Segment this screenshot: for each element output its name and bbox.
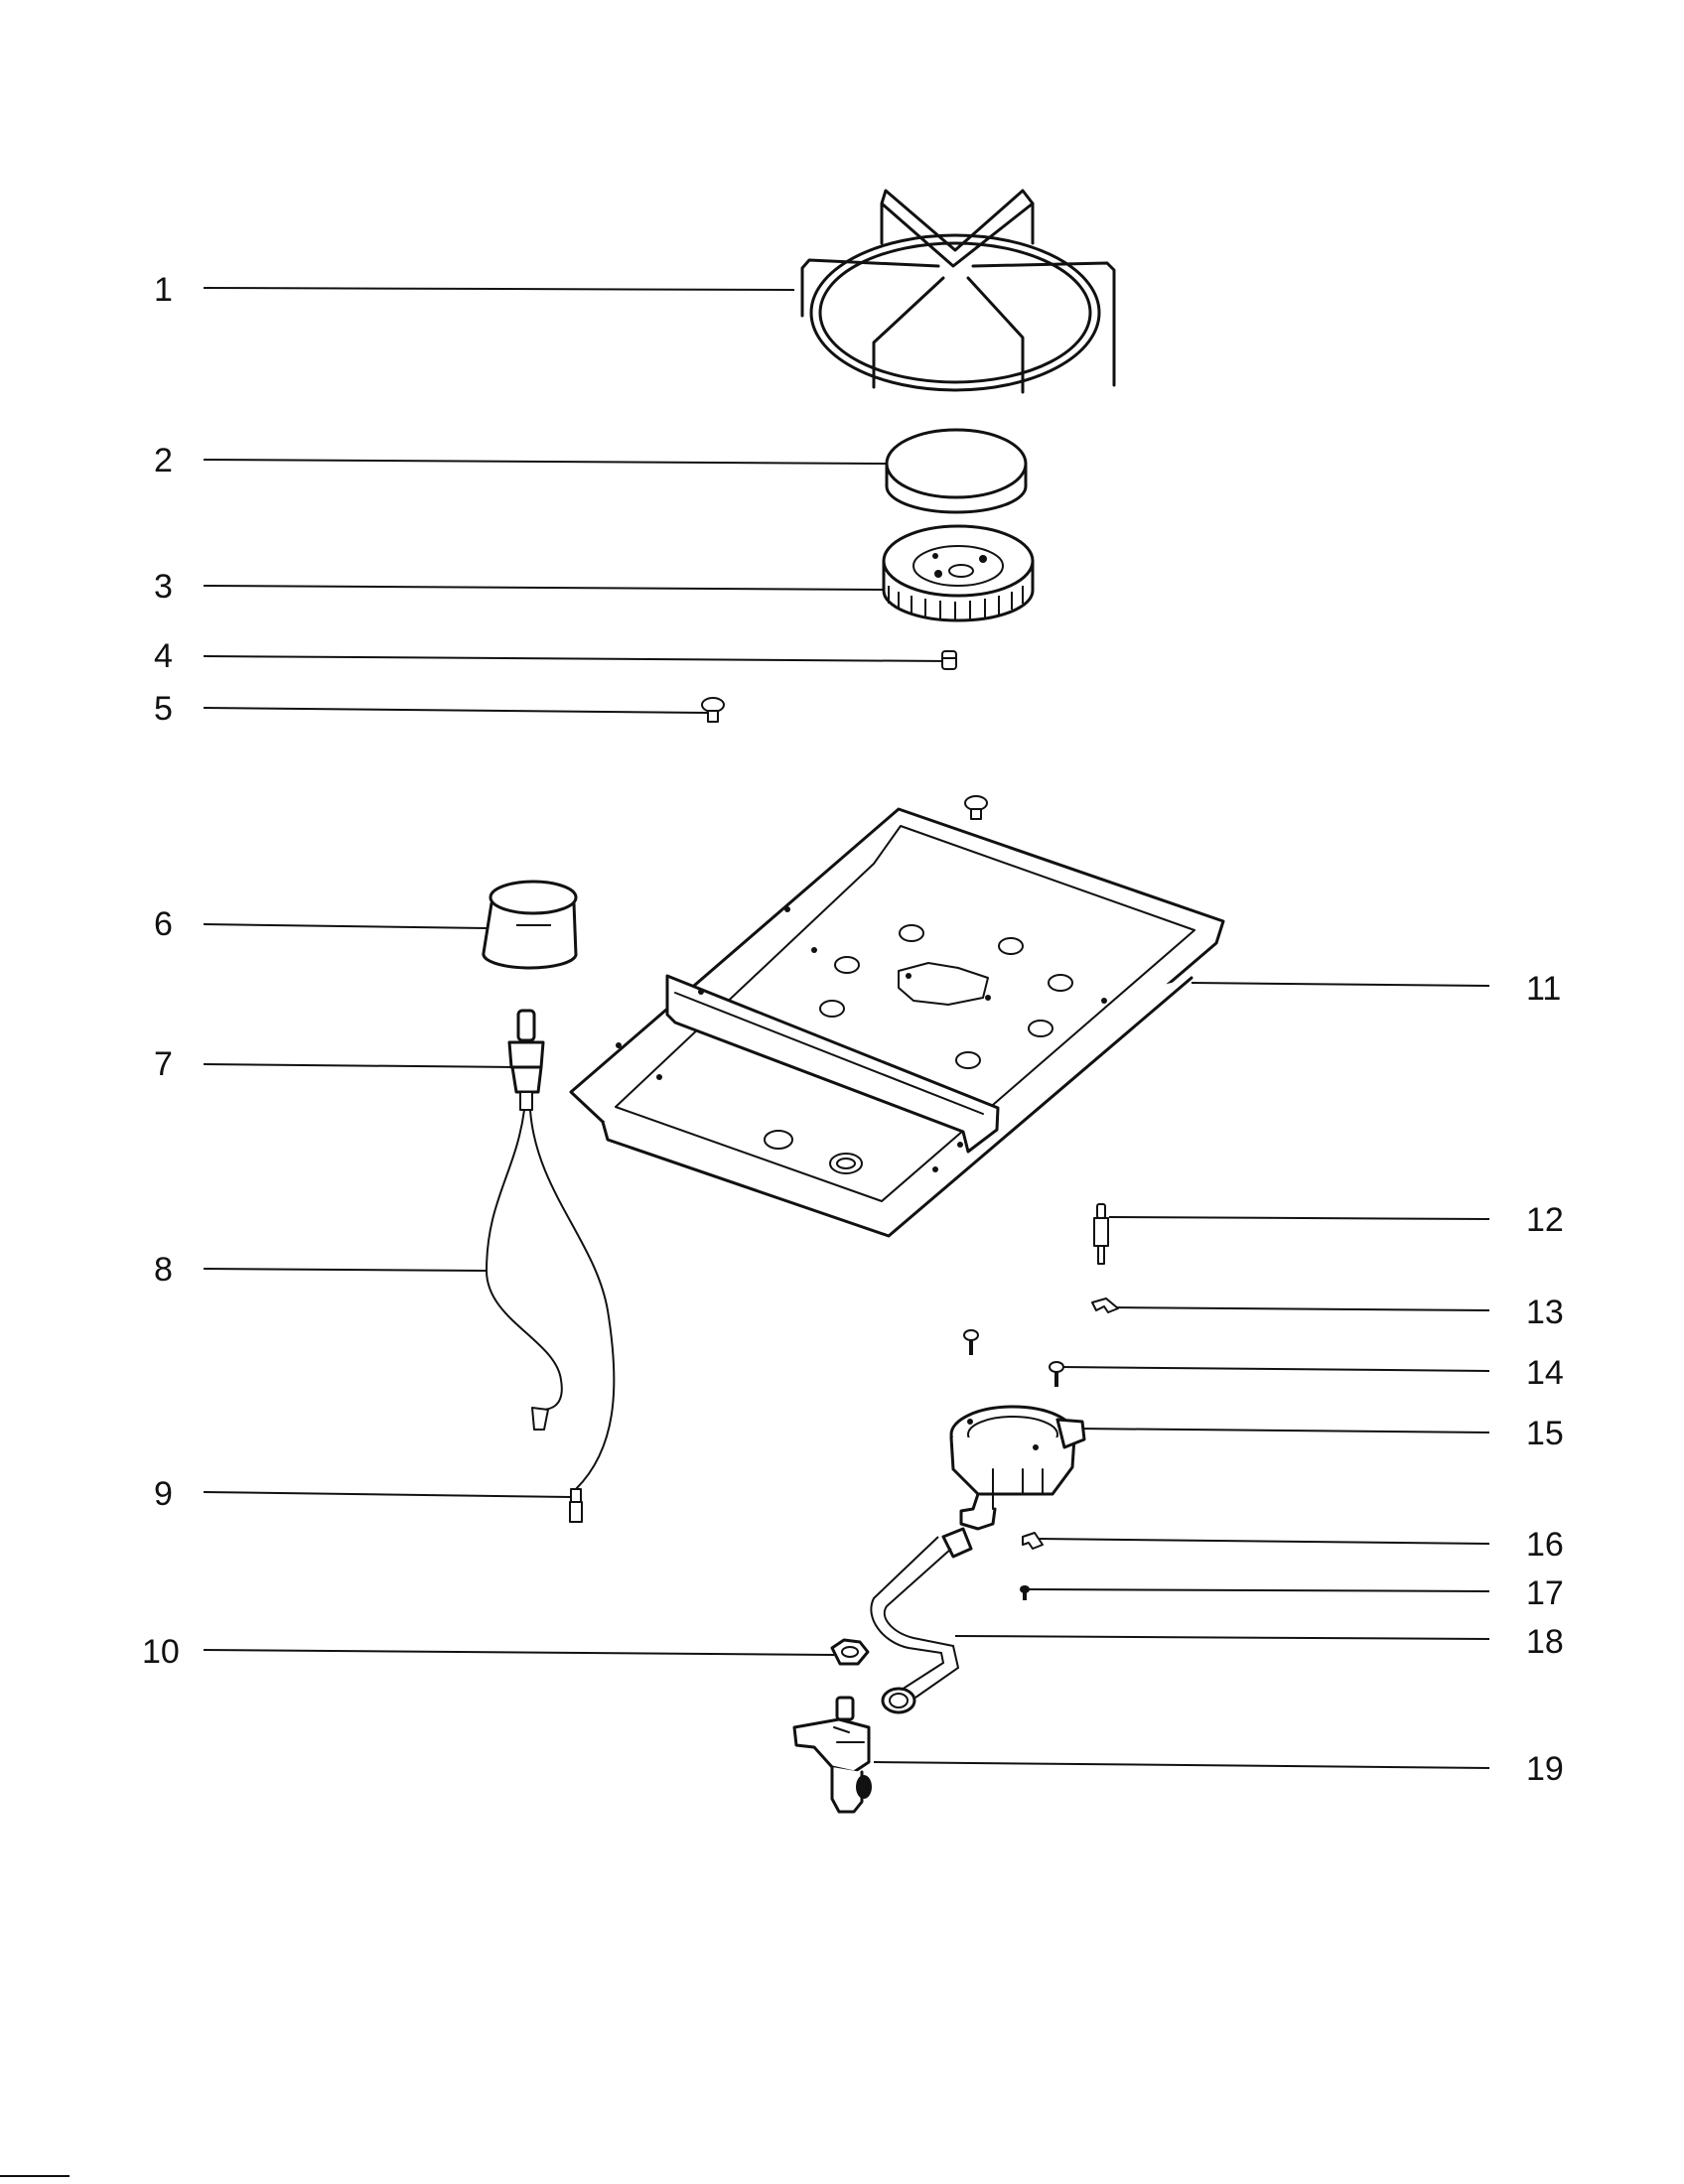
orifice-icon [941,650,957,670]
leader-line-8 [203,1268,488,1272]
ignition-switch-icon [507,1009,545,1111]
leader-line-10 [203,1649,835,1656]
callout-number-19: 19 [1526,1750,1564,1788]
leader-line-19 [873,1761,1490,1769]
callout-number-18: 18 [1526,1623,1564,1661]
leader-line-12 [1108,1216,1490,1220]
leader-line-15 [1076,1428,1490,1433]
leader-line-17 [1028,1588,1490,1592]
leader-line-13 [1106,1306,1490,1311]
callout-number-10: 10 [142,1633,180,1671]
valve-icon [792,1696,872,1814]
callout-number-5: 5 [154,690,173,728]
callout-number-12: 12 [1526,1201,1564,1239]
grate-icon [800,189,1116,394]
callout-number-17: 17 [1526,1574,1564,1612]
burner-cap-icon [885,428,1028,514]
callout-number-4: 4 [154,637,173,675]
leader-line-1 [203,287,795,291]
gas-tube-icon [870,1527,973,1714]
callout-number-7: 7 [154,1045,173,1083]
burner-base-icon [949,1405,1086,1531]
callout-number-3: 3 [154,568,173,606]
clip-icon [1022,1532,1044,1550]
leader-line-4 [203,655,949,662]
nut-icon [830,1638,870,1666]
callout-number-14: 14 [1526,1354,1564,1392]
leader-line-7 [203,1063,515,1068]
leader-line-11 [1191,982,1490,987]
leader-line-2 [203,459,890,465]
callout-number-16: 16 [1526,1526,1564,1564]
callout-number-11: 11 [1526,970,1561,1008]
leader-line-3 [203,585,890,591]
electrode-icon [1093,1203,1109,1265]
leader-line-16 [1038,1538,1490,1545]
wire-icon [529,1109,616,1523]
burner-box-icon [569,795,1225,1238]
leader-line-18 [954,1635,1490,1640]
callout-number-2: 2 [154,442,173,479]
leader-line-6 [203,923,488,929]
clip-icon [1091,1297,1119,1313]
burner-head-icon [882,524,1035,622]
leader-line-5 [203,707,708,714]
screw-icon [1020,1585,1030,1600]
callout-number-15: 15 [1526,1415,1564,1452]
callout-number-1: 1 [154,271,173,309]
bumper-icon [701,697,725,723]
callout-number-8: 8 [154,1251,173,1289]
knob-icon [482,880,578,970]
callout-number-9: 9 [154,1475,173,1513]
wire-harness-icon [485,1109,563,1431]
leader-line-9 [203,1491,572,1498]
callout-number-13: 13 [1526,1294,1564,1331]
leader-line-14 [1059,1366,1490,1372]
callout-number-6: 6 [154,905,173,943]
screw-icon [963,1329,1064,1387]
